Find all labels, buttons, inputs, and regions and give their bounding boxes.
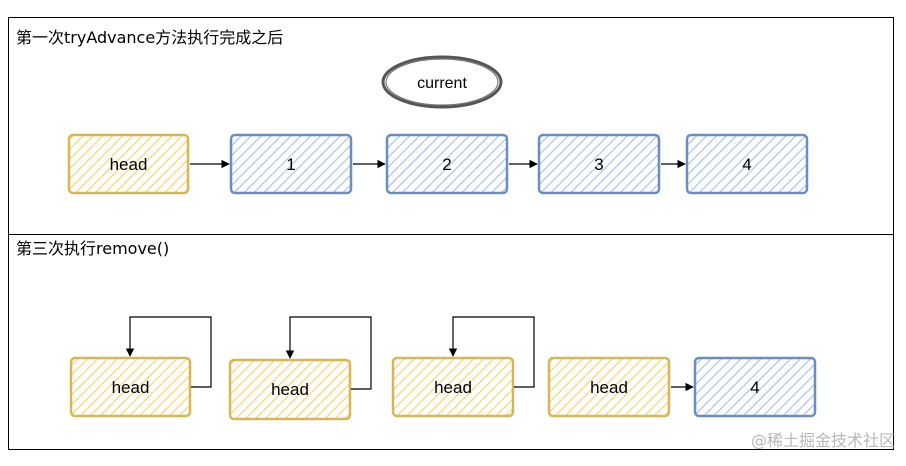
- top-node-head: head: [67, 133, 190, 195]
- current-label: current: [417, 75, 467, 92]
- top-node-head-label: head: [110, 155, 148, 174]
- panel-top-title: 第一次tryAdvance方法执行完成之后: [16, 28, 283, 47]
- top-node-4-label: 4: [742, 155, 751, 174]
- bottom-self-loop-3: [448, 316, 535, 388]
- bottom-self-loop-2: [285, 316, 372, 390]
- bottom-node-head-2-label: head: [271, 380, 309, 399]
- bottom-node-head-3-label: head: [434, 378, 472, 397]
- top-node-4: 4: [685, 133, 809, 195]
- bottom-node-head-2: head: [228, 358, 352, 421]
- bottom-node-head-3: head: [391, 356, 515, 418]
- panel-top-frame: [8, 17, 894, 235]
- bottom-node-head-1-label: head: [112, 378, 150, 397]
- watermark: @稀土掘金技术社区: [751, 431, 895, 450]
- panel-bottom-title: 第三次执行remove(): [16, 239, 169, 258]
- bottom-node-4: 4: [693, 356, 817, 418]
- bottom-node-head-4: head: [547, 356, 671, 418]
- bottom-node-head-1: head: [69, 356, 192, 418]
- top-node-2: 2: [385, 133, 509, 195]
- top-node-1: 1: [229, 133, 353, 195]
- bottom-self-loop-1: [125, 316, 212, 388]
- bottom-node-4-label: 4: [750, 378, 759, 397]
- top-node-1-label: 1: [286, 155, 295, 174]
- top-node-3-label: 3: [594, 155, 603, 174]
- bottom-node-head-4-label: head: [590, 378, 628, 397]
- top-node-3: 3: [537, 133, 661, 195]
- current-pointer: current: [381, 55, 503, 109]
- panel-bottom-frame: [8, 234, 894, 450]
- top-node-2-label: 2: [442, 155, 451, 174]
